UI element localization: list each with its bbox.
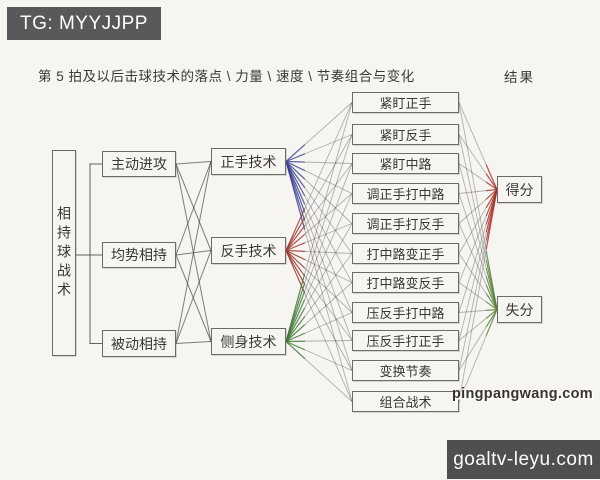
node-active-attack: 主动进攻: [102, 151, 176, 177]
telegram-watermark-chip: TG: MYYJJPP: [7, 7, 161, 40]
node-tactic-watch-middle: 紧盯中路: [352, 153, 459, 174]
node-tactic-middle-switch-forehand: 打中路变正手: [352, 243, 459, 264]
diagram-title: 第 5 拍及以后击球技术的落点 \ 力量 \ 速度 \ 节奏组合与变化: [38, 69, 415, 84]
node-score-point: 得分: [497, 176, 542, 203]
node-tactic-watch-forehand: 紧盯正手: [352, 92, 459, 113]
node-tactic-press-backhand-hit-middle: 压反手打中路: [352, 302, 459, 323]
node-rally-tactics-root: 相持球战术: [52, 150, 76, 356]
node-tactic-watch-backhand: 紧盯反手: [352, 124, 459, 145]
node-pivot-technique: 侧身技术: [211, 328, 286, 355]
node-tactic-combination: 组合战术: [352, 391, 459, 412]
node-tactic-change-rhythm: 变换节奏: [352, 360, 459, 381]
site-watermark: pingpangwang.com: [452, 386, 593, 402]
node-tactic-press-backhand-hit-forehand: 压反手打正手: [352, 330, 459, 351]
telegram-watermark-text: TG: MYYJJPP: [20, 12, 148, 34]
node-tactic-pull-forehand-hit-middle: 调正手打中路: [352, 183, 459, 204]
node-passive-rally: 被动相持: [102, 330, 176, 357]
result-column-label: 结果: [504, 70, 535, 85]
node-balanced-rally: 均势相持: [102, 242, 176, 268]
node-tactic-middle-switch-backhand: 打中路变反手: [352, 272, 459, 293]
node-tactic-pull-forehand-hit-backhand: 调正手打反手: [352, 213, 459, 234]
node-backhand-technique: 反手技术: [211, 237, 286, 264]
node-forehand-technique: 正手技术: [211, 148, 286, 175]
footer-watermark-bar: goaltv-leyu.com: [447, 440, 600, 479]
node-lose-point: 失分: [497, 296, 542, 323]
footer-watermark-text: goaltv-leyu.com: [453, 448, 594, 470]
